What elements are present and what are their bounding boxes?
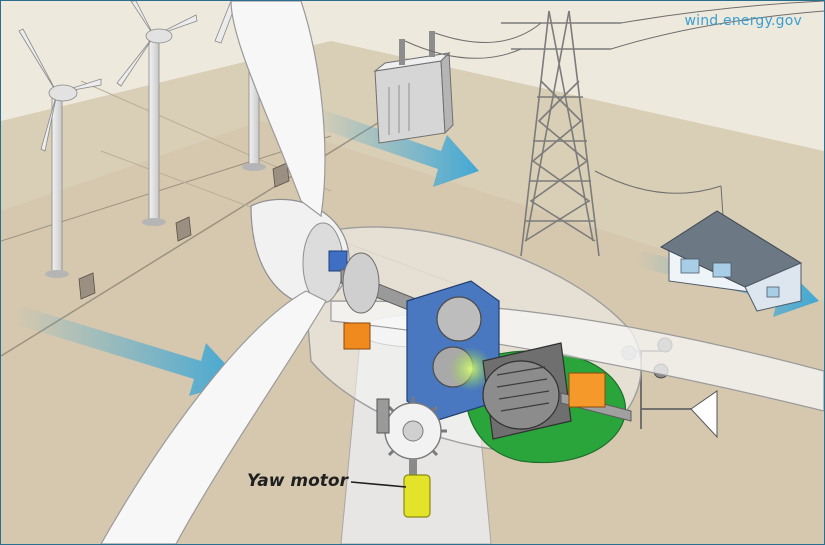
transmission-tower [501,10,621,257]
rotor-hub [250,198,350,307]
source-label[interactable]: wind.energy.gov [684,13,802,29]
background-turbine-1 [18,28,102,300]
brake [343,322,371,350]
gearbox [406,280,500,422]
house [659,210,803,312]
yaw-motor-label: Yaw motor [247,471,348,491]
blade-lower-left [100,290,327,544]
yaw-motor [403,459,431,518]
generator [482,342,572,440]
wind-arrow-left [15,306,241,396]
low-speed-shaft [340,252,422,316]
background-turbine-2 [116,1,198,242]
wind-vane [640,390,718,439]
controller [568,372,606,408]
yaw-drive [376,397,447,465]
wind-arrow-top [315,109,479,187]
pitch-system [328,250,348,272]
power-lines [404,1,824,217]
transformer [373,31,454,144]
blade-upper [230,1,326,218]
yaw-motor-leader-line [350,481,407,488]
